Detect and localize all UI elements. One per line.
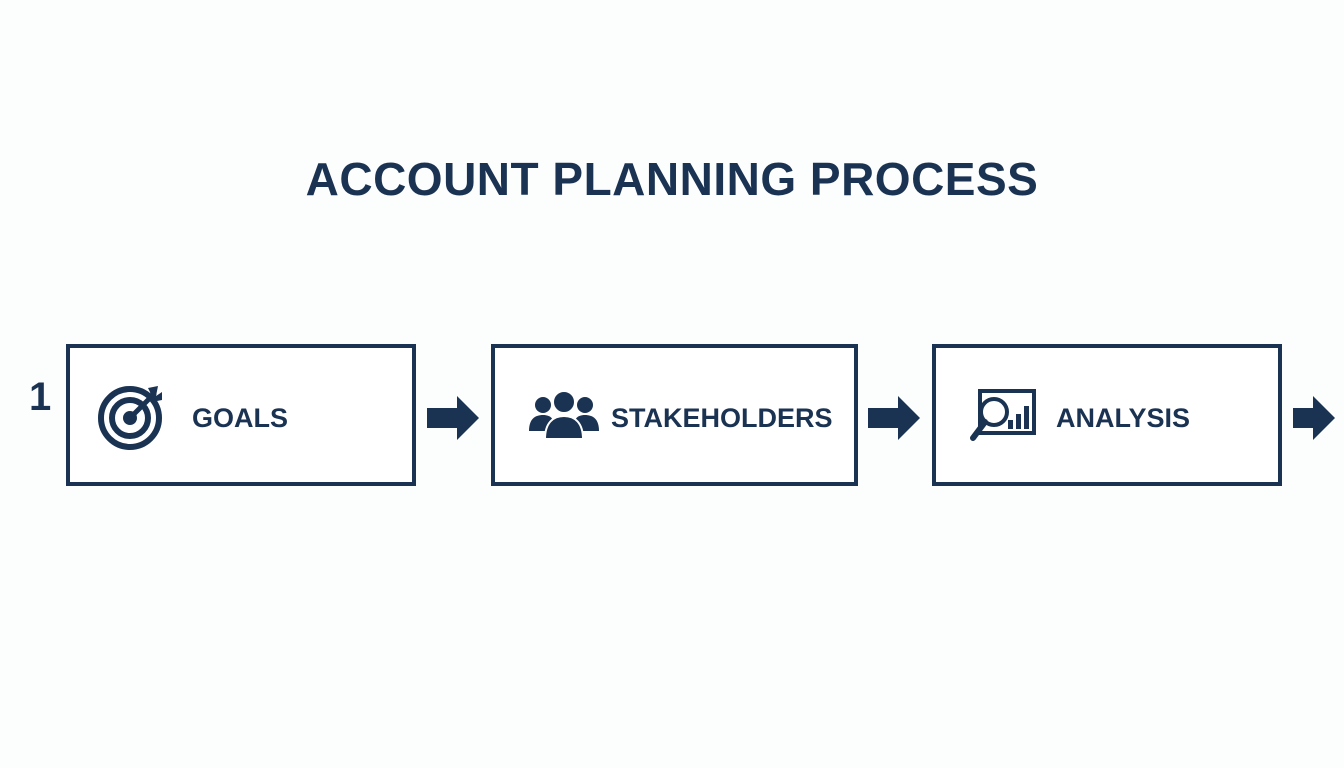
step-1-number: 1 xyxy=(29,375,52,419)
people-group-icon xyxy=(529,390,599,440)
arrow-right-icon xyxy=(427,396,479,440)
step-2-label: STAKEHOLDERS xyxy=(611,403,833,433)
diagram-title: ACCOUNT PLANNING PROCESS xyxy=(305,153,1039,205)
arrow-right-icon xyxy=(868,396,920,440)
step-1-label: GOALS xyxy=(192,403,289,433)
magnifier-chart-icon xyxy=(970,389,1036,441)
step-1-box: GOALS xyxy=(66,344,416,486)
step-3-box: ANALYSIS xyxy=(932,344,1282,486)
target-icon xyxy=(98,386,162,450)
step-3-label: ANALYSIS xyxy=(1056,403,1191,433)
step-2-box: STAKEHOLDERS xyxy=(491,344,858,486)
arrow-right-icon xyxy=(1293,396,1335,440)
